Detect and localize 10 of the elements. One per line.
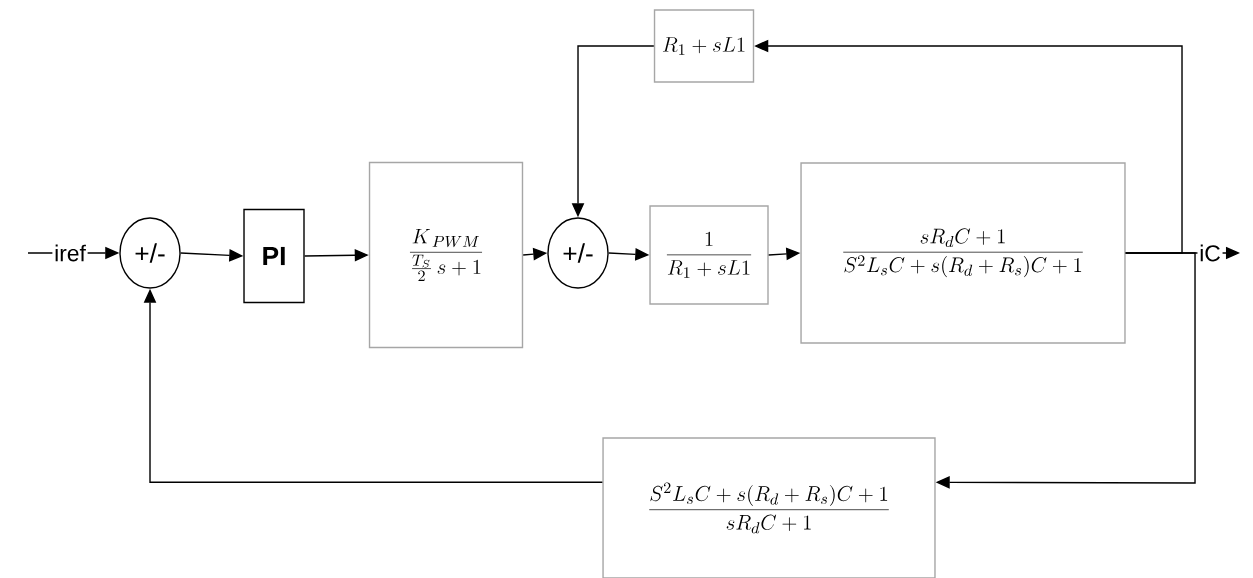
summing-junction: +/- (119, 217, 181, 289)
transfer-function-box: $\frac{1}{R_1+sL1}$ (649, 205, 769, 305)
transfer-function-box: $\frac{S^2L_sC+s(R_d+R_s)C+1}{sR_dC+1}$ (602, 437, 936, 578)
block-box: PI (243, 208, 305, 304)
transfer-function-box: $\frac{K_{\,PWM}}{\frac{T_S}{2}\,s+1}$ (368, 161, 524, 349)
transfer-function-box: $R_1+sL1$ (653, 9, 755, 83)
summing-junction: +/- (547, 217, 609, 289)
transfer-function-box: $\frac{sR_dC+1}{S^2L_sC+s(R_d+R_s)C+1}$ (800, 162, 1126, 344)
edge-label: iC (1197, 242, 1223, 264)
edge-label: iref (52, 242, 88, 264)
